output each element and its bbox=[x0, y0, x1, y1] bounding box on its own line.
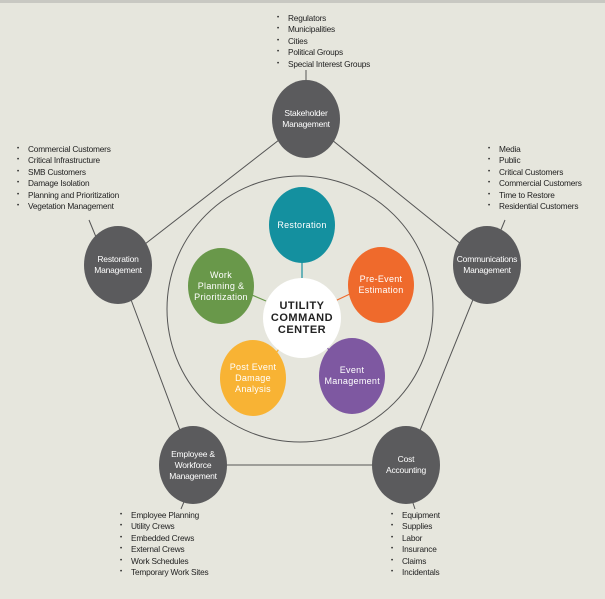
list-item: Public bbox=[488, 155, 582, 167]
node-label: Employee & Workforce Management bbox=[169, 448, 217, 481]
list-item: Special Interest Groups bbox=[277, 59, 370, 71]
list-item: Insurance bbox=[391, 544, 440, 556]
post-event-damage-analysis-node: Post Event Damage Analysis bbox=[220, 340, 286, 416]
list-item: Political Groups bbox=[277, 47, 370, 59]
event-management-node: Event Management bbox=[319, 338, 385, 414]
list-item: Planning and Prioritization bbox=[17, 190, 119, 202]
node-label: Cost Accounting bbox=[385, 454, 427, 475]
list-item: Labor bbox=[391, 533, 440, 545]
center-label-line: CENTER bbox=[277, 324, 327, 336]
stakeholder-list: Regulators Municipalities Cities Politic… bbox=[277, 13, 370, 70]
list-item: Damage Isolation bbox=[17, 178, 119, 190]
list-item: Critical Infrastructure bbox=[17, 155, 119, 167]
node-label: Post Event Damage Analysis bbox=[229, 361, 277, 394]
list-item: SMB Customers bbox=[17, 167, 119, 179]
restoration-management-node: Restoration Management bbox=[84, 226, 152, 304]
list-item: External Crews bbox=[120, 544, 208, 556]
pentagon-outline bbox=[117, 118, 488, 466]
work-planning-node: Work Planning & Prioritization bbox=[188, 248, 254, 324]
node-label: Pre-Event Estimation bbox=[358, 274, 404, 295]
list-item: Utility Crews bbox=[120, 521, 208, 533]
list-item: Time to Restore bbox=[488, 190, 582, 202]
list-item: Municipalities bbox=[277, 24, 370, 36]
list-item: Vegetation Management bbox=[17, 201, 119, 213]
center-label-line: COMMAND bbox=[270, 312, 334, 324]
list-item: Commercial Customers bbox=[488, 178, 582, 190]
list-item: Employee Planning bbox=[120, 510, 208, 522]
list-item: Commercial Customers bbox=[17, 144, 119, 156]
pre-event-estimation-node: Pre-Event Estimation bbox=[348, 247, 414, 323]
list-item: Equipment bbox=[391, 510, 440, 522]
center-label-line: UTILITY bbox=[279, 300, 325, 312]
list-item: Incidentals bbox=[391, 567, 440, 579]
list-item: Residential Customers bbox=[488, 201, 582, 213]
communications-list: Media Public Critical Customers Commerci… bbox=[488, 144, 582, 213]
list-item: Media bbox=[488, 144, 582, 156]
list-item: Regulators bbox=[277, 13, 370, 25]
list-item: Critical Customers bbox=[488, 167, 582, 179]
list-item: Cities bbox=[277, 36, 370, 48]
node-label: Communications Management bbox=[456, 254, 518, 275]
node-label: Restoration Management bbox=[94, 254, 142, 275]
list-item: Temporary Work Sites bbox=[120, 567, 209, 579]
node-label: Restoration bbox=[277, 219, 327, 230]
stakeholder-management-node: Stakeholder Management bbox=[272, 80, 340, 158]
cost-accounting-list: Equipment Supplies Labor Insurance Claim… bbox=[391, 510, 440, 579]
node-label: Event Management bbox=[324, 365, 381, 386]
employee-workforce-list: Employee Planning Utility Crews Embedded… bbox=[120, 510, 209, 579]
communications-management-node: Communications Management bbox=[453, 226, 521, 304]
list-item: Supplies bbox=[391, 521, 440, 533]
list-item: Claims bbox=[391, 556, 440, 568]
cost-accounting-node: Cost Accounting bbox=[372, 426, 440, 504]
employee-workforce-management-node: Employee & Workforce Management bbox=[159, 426, 227, 504]
list-item: Work Schedules bbox=[120, 556, 208, 568]
node-label: Work Planning & Prioritization bbox=[194, 269, 248, 302]
inner-ring bbox=[166, 175, 434, 443]
restoration-node: Restoration bbox=[269, 187, 335, 263]
restoration-management-list: Commercial Customers Critical Infrastruc… bbox=[17, 144, 119, 213]
node-label: Stakeholder Management bbox=[282, 108, 330, 129]
list-item: Embedded Crews bbox=[120, 533, 208, 545]
